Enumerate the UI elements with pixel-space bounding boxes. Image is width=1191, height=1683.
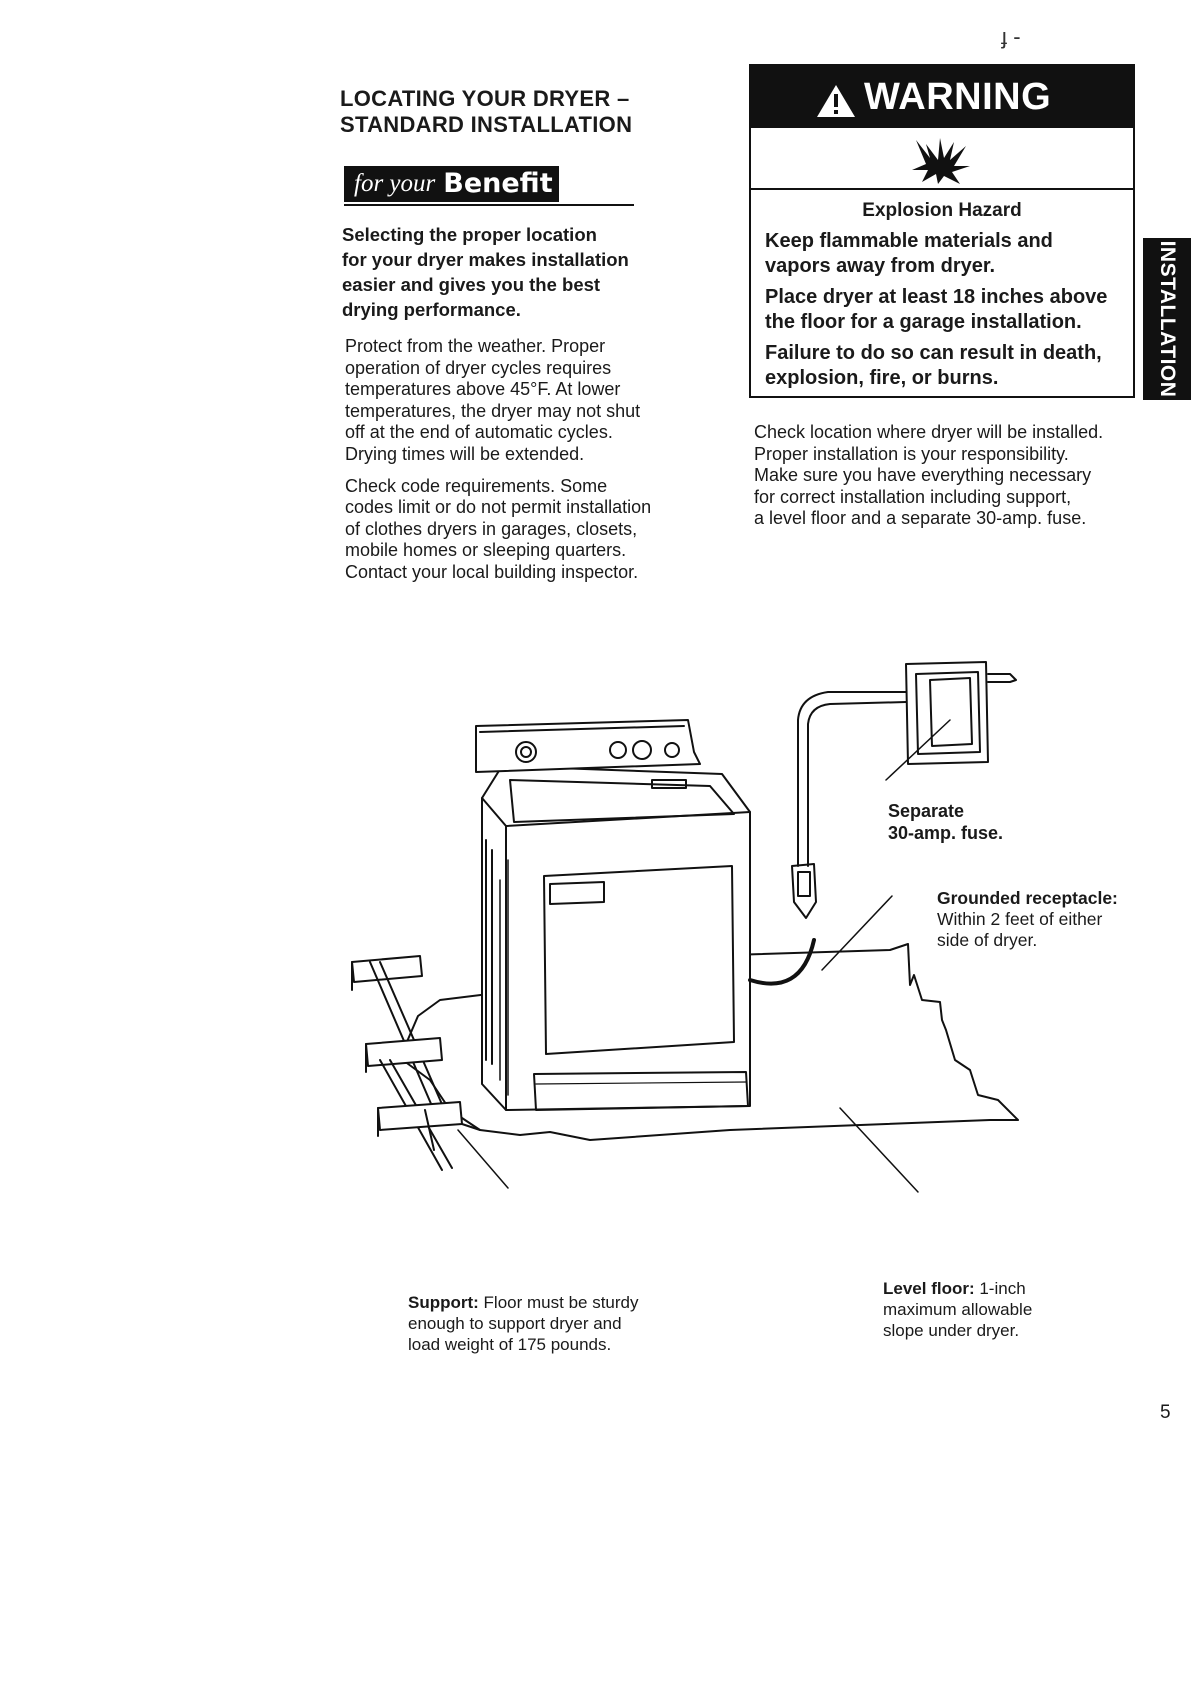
heading-line-2: STANDARD INSTALLATION — [340, 112, 633, 137]
text-line: side of dryer. — [937, 930, 1038, 950]
text-line: 30-amp. fuse. — [888, 823, 1004, 843]
benefit-text: Benefit — [441, 166, 559, 202]
warning-box — [749, 64, 1135, 398]
text-line: of clothes dryers in garages, closets, — [345, 518, 638, 539]
code-paragraph: Check code requirements. Some codes limi… — [345, 476, 725, 584]
text-line: codes limit or do not permit installatio… — [345, 497, 652, 518]
lead-line: easier and gives you the best — [342, 274, 601, 295]
text-line: for correct installation including suppo… — [754, 486, 1072, 507]
level-first-line: Level floor: 1-inch — [883, 1278, 1032, 1299]
dryer-installation-illustration — [351, 661, 1019, 1193]
text-line: Protect from the weather. Proper — [345, 336, 606, 356]
text-line: Place dryer at least 18 inches above — [765, 286, 1108, 308]
text-line: maximum allowable — [883, 1300, 1033, 1319]
warning-banner — [751, 66, 1133, 128]
text-line: Check code requirements. Some — [345, 475, 608, 496]
warning-triangle-icon — [817, 85, 855, 117]
warning-paragraph: Failure to do so can result in death, ex… — [765, 341, 1133, 391]
lead-line: drying performance. — [342, 299, 521, 320]
text-line: Keep flammable materials and — [765, 230, 1053, 252]
level-title: Level floor: — [883, 1279, 975, 1298]
text-line: mobile homes or sleeping quarters. — [345, 540, 627, 561]
section-side-tab: INSTALLATION — [1143, 238, 1191, 400]
level-floor-label: Level floor: 1-inch maximum allowable sl… — [883, 1278, 1032, 1341]
weather-paragraph: Protect from the weather. Proper operati… — [345, 336, 725, 466]
text-line: Drying times will be extended. — [345, 443, 585, 464]
text-line: Within 2 feet of either — [937, 909, 1103, 929]
lead-paragraph: Selecting the proper location for your d… — [342, 222, 702, 322]
text-line: temperatures above 45°F. At lower — [345, 379, 621, 400]
text-line: load weight of 175 pounds. — [408, 1335, 612, 1354]
support-label: Support: Floor must be sturdy enough to … — [408, 1292, 639, 1355]
text-line: 1-inch — [974, 1279, 1026, 1298]
warning-paragraph: Place dryer at least 18 inches above the… — [765, 285, 1133, 335]
lead-line: Selecting the proper location — [342, 224, 597, 245]
text-line: Make sure you have everything necessary — [754, 465, 1092, 485]
warning-paragraph: Keep flammable materials and vapors away… — [765, 229, 1133, 279]
warning-divider — [751, 188, 1133, 190]
receptacle-title: Grounded receptacle: — [937, 888, 1118, 908]
warning-text: Keep flammable materials and vapors away… — [765, 229, 1133, 397]
right-body-text: Check location where dryer will be insta… — [754, 422, 1174, 530]
receptacle-label: Grounded receptacle: Within 2 feet of ei… — [937, 888, 1118, 951]
support-first-line: Support: Floor must be sturdy — [408, 1292, 639, 1313]
warning-banner-text: WARNING — [864, 76, 1052, 118]
for-your-text: for your — [344, 166, 442, 202]
text-line: Failure to do so can result in death, — [765, 342, 1102, 364]
text-line: a level floor and a separate 30-amp. fus… — [754, 508, 1087, 528]
page-number: 5 — [1160, 1402, 1171, 1423]
text-line: Separate — [888, 801, 965, 821]
text-line: Contact your local building inspector. — [345, 561, 639, 582]
text-line: slope under dryer. — [883, 1321, 1020, 1340]
heading-line-1: LOCATING YOUR DRYER – — [340, 86, 630, 111]
left-body-text: Protect from the weather. Proper operati… — [345, 336, 725, 594]
fuse-label: Separate 30-amp. fuse. — [888, 800, 1003, 844]
text-line: operation of dryer cycles requires — [345, 357, 612, 378]
text-line: Floor must be sturdy — [478, 1293, 639, 1312]
text-line: Proper installation is your responsibili… — [754, 443, 1069, 464]
corner-mark: ɟ - — [1001, 24, 1021, 49]
text-line: enough to support dryer and — [408, 1314, 622, 1333]
side-tab-label: INSTALLATION — [1156, 240, 1179, 398]
lead-line: for your dryer makes installation — [342, 249, 629, 270]
text-line: the floor for a garage installation. — [765, 311, 1082, 333]
text-line: vapors away from dryer. — [765, 255, 996, 277]
support-title: Support: — [408, 1293, 479, 1312]
text-line: temperatures, the dryer may not shut — [345, 400, 641, 421]
text-line: off at the end of automatic cycles. — [345, 422, 613, 443]
benefit-underline — [344, 204, 634, 206]
text-line: explosion, fire, or burns. — [765, 367, 999, 389]
warning-title: Explosion Hazard — [862, 200, 1022, 221]
explosion-icon — [912, 138, 970, 184]
for-your-benefit-badge: for your Benefit — [344, 166, 634, 202]
page-heading: LOCATING YOUR DRYER – STANDARD INSTALLAT… — [340, 86, 720, 138]
text-line: Check location where dryer will be insta… — [754, 422, 1104, 442]
